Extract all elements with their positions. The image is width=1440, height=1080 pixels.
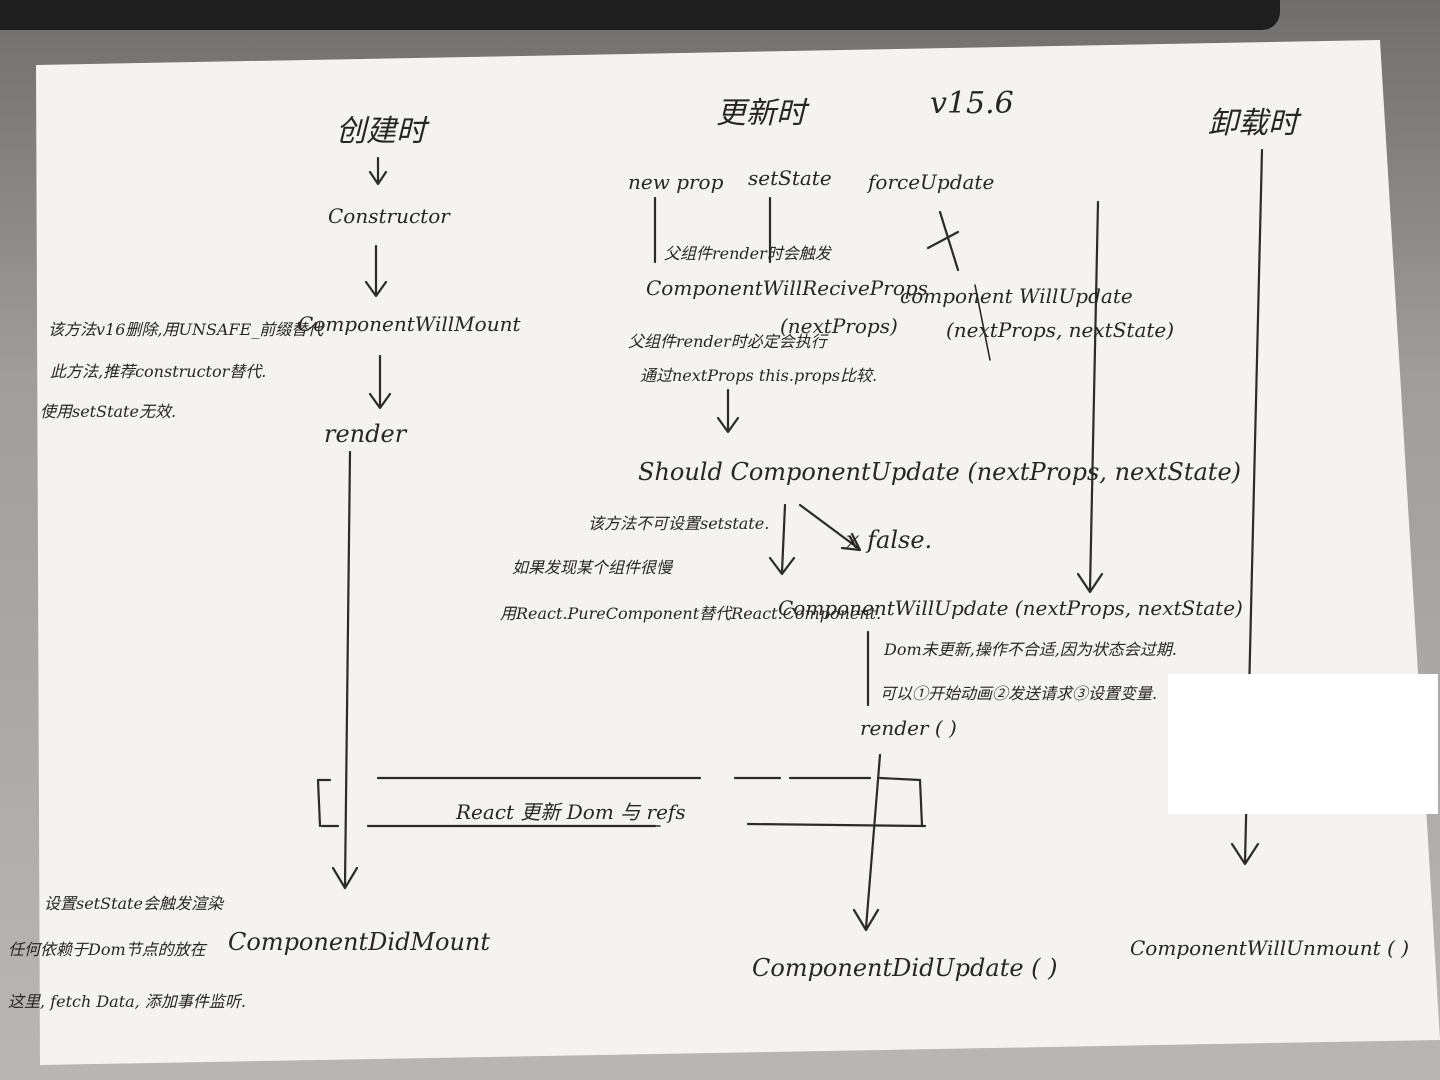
component-will-update-crossed-node: component WillUpdate: [900, 284, 1133, 308]
component-did-mount-node: ComponentDidMount: [228, 928, 491, 956]
refs-bar-box: [316, 776, 927, 828]
trigger-set-state: setState: [748, 166, 832, 190]
trigger-force-update: forceUpdate: [868, 170, 995, 194]
component-will-unmount-node: ComponentWillUnmount ( ): [1130, 936, 1410, 960]
create-arrows: [331, 156, 392, 890]
did-mount-note-line: 设置setState会触发渲染: [44, 894, 223, 913]
will-mount-note-line: 此方法,推荐constructor替代.: [50, 362, 267, 381]
trigger-new-prop: new prop: [628, 170, 724, 194]
parent-render-note: 父组件render时会触发: [664, 244, 831, 263]
section-create-title: 创建时: [336, 114, 426, 149]
will-receive-props-args: (nextProps): [780, 314, 898, 338]
create-render-node: render: [324, 420, 407, 448]
component-will-mount-node: ComponentWillMount: [298, 312, 521, 336]
did-mount-note-line: 这里, fetch Data, 添加事件监听.: [8, 992, 246, 1011]
update-render-node: render ( ): [860, 716, 957, 740]
section-update-title: 更新时: [716, 96, 806, 131]
receive-props-note-line: 通过nextProps this.props比较.: [640, 366, 878, 385]
false-branch-label: x false.: [846, 526, 933, 554]
should-update-note-line: 该方法不可设置setstate.: [588, 514, 770, 533]
will-update-crossed-args: (nextProps, nextState): [946, 318, 1175, 342]
section-unmount-title: 卸载时: [1208, 106, 1298, 141]
laptop-edge: [0, 0, 1280, 30]
constructor-node: Constructor: [328, 204, 450, 228]
component-did-update-node: ComponentDidUpdate ( ): [752, 954, 1058, 982]
should-update-note-line: 如果发现某个组件很慢: [512, 558, 673, 577]
should-update-note-line: 用React.PureComponent替代React.Component.: [500, 604, 882, 623]
will-update-note-line: 可以①开始动画②发送请求③设置变量.: [880, 684, 1158, 703]
receive-props-note-line: 父组件render时必定会执行: [628, 332, 827, 351]
should-component-update-node: Should ComponentUpdate (nextProps, nextS…: [638, 458, 1242, 486]
redacted-block: [1168, 674, 1438, 814]
will-mount-note-line: 使用setState无效.: [40, 402, 177, 421]
refs-bar-label: React 更新 Dom 与 refs: [456, 800, 686, 824]
will-mount-note-line: 该方法v16删除,用UNSAFE_前缀替代: [48, 320, 324, 339]
will-update-note-line: Dom未更新,操作不合适,因为状态会过期.: [884, 640, 1177, 659]
version-label: v15.6: [930, 86, 1014, 121]
did-mount-note-line: 任何依赖于Dom节点的放在: [8, 940, 206, 959]
component-will-update-node: ComponentWillUpdate (nextProps, nextStat…: [778, 596, 1243, 620]
component-will-receive-props-node: ComponentWillReciveProps: [646, 276, 928, 300]
update-arrows: [653, 196, 1104, 932]
